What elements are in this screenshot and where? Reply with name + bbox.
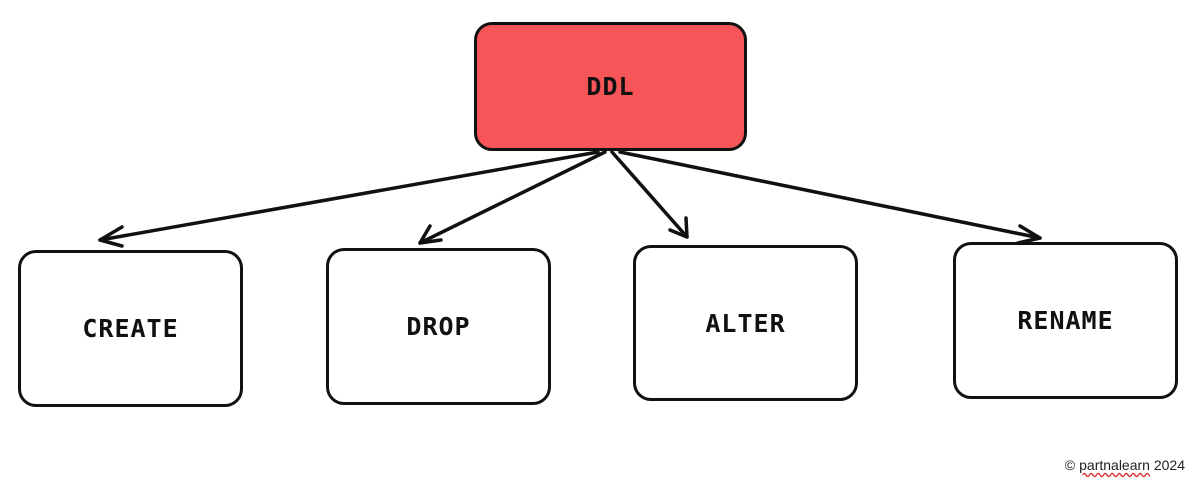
copyright-year: 2024 [1153,457,1185,473]
copyright-brand: partnalearn [1079,457,1150,473]
root-node-label: DDL [586,72,635,101]
copyright-symbol: © [1064,457,1076,473]
edge-ddl-drop [418,150,607,245]
child-node-alter: ALTER [633,245,858,401]
child-node-create: CREATE [18,250,243,407]
edge-ddl-create [98,150,600,242]
child-node-label: CREATE [82,314,179,343]
child-node-label: RENAME [1017,306,1114,335]
child-node-drop: DROP [326,248,551,405]
edge-ddl-alter [610,150,689,239]
arrowhead-alter [668,216,689,239]
child-node-label: DROP [406,312,471,341]
edge-ddl-rename [618,150,1042,240]
copyright-notice: © partnalearn 2024 [1065,457,1185,473]
arrowhead-drop [418,224,443,245]
root-node-ddl: DDL [474,22,747,151]
child-node-rename: RENAME [953,242,1178,399]
arrowhead-create [98,225,124,248]
child-node-label: ALTER [705,308,786,338]
arrowhead-rename [1016,224,1042,245]
